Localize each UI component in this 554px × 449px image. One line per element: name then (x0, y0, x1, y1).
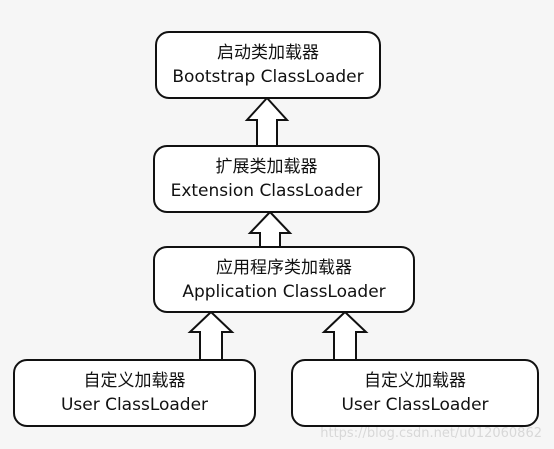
arrow-extension-to-bootstrap (244, 96, 290, 147)
bootstrap-title-zh: 启动类加载器 (217, 43, 319, 63)
extension-classloader-box: 扩展类加载器 Extension ClassLoader (153, 145, 380, 213)
application-classloader-box: 应用程序类加载器 Application ClassLoader (153, 246, 415, 313)
user-classloader-box-left: 自定义加载器 User ClassLoader (13, 359, 256, 427)
bootstrap-title-en: Bootstrap ClassLoader (172, 67, 364, 87)
bootstrap-classloader-box: 启动类加载器 Bootstrap ClassLoader (155, 31, 381, 99)
arrow-application-to-extension (247, 210, 293, 248)
arrow-user-left-to-application (187, 310, 235, 361)
user-left-title-zh: 自定义加载器 (83, 371, 186, 391)
watermark-text: https://blog.csdn.net/u012060862 (320, 426, 542, 441)
user-left-title-en: User ClassLoader (60, 395, 209, 415)
application-title-en: Application ClassLoader (182, 281, 386, 302)
extension-title-zh: 扩展类加载器 (215, 157, 318, 177)
arrow-user-right-to-application (321, 310, 369, 361)
application-title-zh: 应用程序类加载器 (216, 257, 352, 278)
user-right-title-en: User ClassLoader (341, 395, 489, 415)
user-classloader-box-right: 自定义加载器 User ClassLoader (291, 359, 539, 427)
extension-title-en: Extension ClassLoader (170, 181, 363, 201)
user-right-title-zh: 自定义加载器 (364, 371, 466, 391)
